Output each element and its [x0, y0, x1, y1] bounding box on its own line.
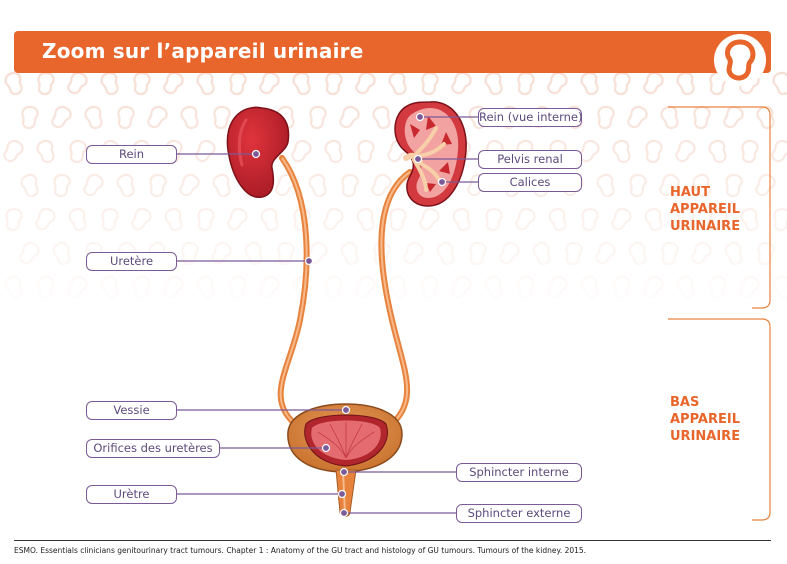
- section-bas-appareil: BAS APPAREIL URINAIRE: [670, 394, 740, 445]
- section-haut-line-3: URINAIRE: [670, 219, 741, 234]
- label-orifices: Orifices des uretères: [86, 439, 220, 458]
- sphincter-interne-marker: [339, 467, 349, 477]
- source-footnote: ESMO. Essentials clinicians genitourinar…: [14, 546, 587, 555]
- label-rein: Rein: [86, 145, 177, 164]
- left-ureter: [277, 155, 310, 431]
- kidney-logo-icon: [714, 34, 766, 86]
- section-bas-line-3: URINAIRE: [670, 429, 741, 444]
- section-bas-line-2: APPAREIL: [670, 412, 740, 427]
- label-pelvis: Pelvis renal: [478, 150, 582, 169]
- section-haut-appareil: HAUT APPAREIL URINAIRE: [670, 184, 740, 235]
- pelvis-marker: [413, 154, 423, 164]
- uretre-marker: [337, 489, 347, 499]
- label-sphincter-externe: Sphincter externe: [456, 504, 582, 523]
- section-bas-line-1: BAS: [670, 395, 700, 410]
- rein-marker: [251, 149, 261, 159]
- haut-bracket: [668, 106, 771, 309]
- section-haut-line-2: APPAREIL: [670, 202, 740, 217]
- label-uretere: Uretère: [86, 252, 177, 271]
- label-uretre: Urètre: [86, 485, 177, 504]
- label-sphincter-interne: Sphincter interne: [456, 463, 582, 482]
- label-rein-interne: Rein (vue interne): [478, 108, 582, 127]
- label-calices: Calices: [478, 173, 582, 192]
- vessie-marker: [341, 405, 351, 415]
- footer-divider: [14, 540, 771, 541]
- bas-bracket: [668, 318, 771, 521]
- uretere-marker: [304, 256, 314, 266]
- sphincter-externe-marker: [339, 508, 349, 518]
- section-haut-line-1: HAUT: [670, 185, 710, 200]
- orifices-marker: [321, 443, 331, 453]
- rein-interne-marker: [415, 112, 425, 122]
- label-vessie: Vessie: [86, 401, 177, 420]
- page-title: Zoom sur l’appareil urinaire: [42, 39, 364, 63]
- calices-marker: [437, 177, 447, 187]
- title-bar: Zoom sur l’appareil urinaire: [14, 31, 771, 86]
